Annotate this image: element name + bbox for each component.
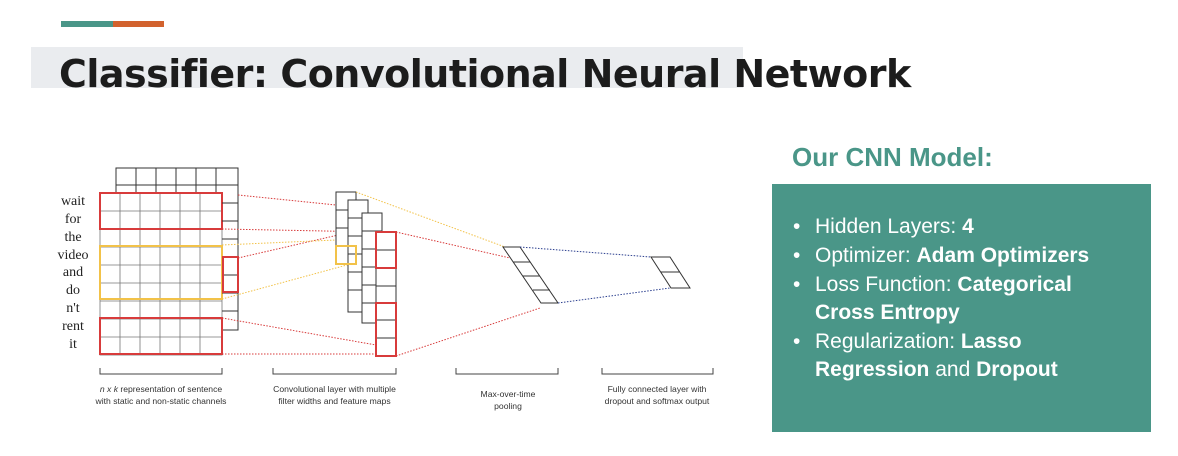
list-item-optimizer: Optimizer: Adam Optimizers bbox=[793, 242, 1133, 270]
model-heading: Our CNN Model: bbox=[792, 142, 993, 172]
word-label: and bbox=[62, 265, 84, 280]
accent-bar-teal bbox=[61, 21, 113, 27]
max-pool-layer bbox=[502, 246, 559, 304]
word-label: rent bbox=[62, 319, 84, 334]
list-item-hidden-layers: Hidden Layers: 4 bbox=[793, 213, 1133, 241]
caption-fully-connected: Fully connected layer with dropout and s… bbox=[604, 384, 710, 406]
list-item-regularization: Regularization: Lasso Regression and Dro… bbox=[793, 328, 1133, 384]
caption-input-representation: n x k representation of sentence with st… bbox=[95, 384, 227, 406]
slide-title: Classifier: Convolutional Neural Network bbox=[59, 52, 911, 96]
cnn-architecture-diagram bbox=[99, 167, 714, 375]
word-label: it bbox=[69, 337, 77, 352]
conv-feature-maps bbox=[335, 191, 397, 357]
connections-input-to-conv bbox=[221, 194, 381, 355]
word-label: n't bbox=[66, 301, 80, 316]
input-matrix-front-channel bbox=[99, 192, 223, 356]
feature-red-top bbox=[375, 231, 397, 269]
feature-yellow-cell bbox=[335, 245, 357, 265]
word-label: do bbox=[66, 283, 80, 298]
filter-window-red-bottom bbox=[99, 317, 223, 355]
fully-connected-output bbox=[650, 256, 691, 289]
filter-window-red-top bbox=[99, 192, 223, 230]
model-details-box: Hidden Layers: 4 Optimizer: Adam Optimiz… bbox=[772, 184, 1151, 432]
side-highlight-red bbox=[222, 256, 239, 293]
caption-max-pooling: Max-over-time pooling bbox=[480, 389, 536, 411]
model-details-list: Hidden Layers: 4 Optimizer: Adam Optimiz… bbox=[793, 213, 1133, 384]
caption-brackets bbox=[99, 368, 714, 375]
caption-conv-layer: Convolutional layer with multiple filter… bbox=[273, 384, 396, 406]
feature-red-bottom bbox=[375, 302, 397, 357]
word-label: the bbox=[64, 230, 82, 245]
title-band bbox=[31, 47, 743, 88]
word-label: video bbox=[57, 248, 89, 263]
list-item-loss-function: Loss Function: Categorical Cross Entropy bbox=[793, 271, 1133, 327]
connections-conv-to-pool bbox=[355, 191, 541, 357]
connections-pool-to-fc bbox=[519, 246, 671, 304]
word-label: for bbox=[64, 212, 82, 227]
word-label: wait bbox=[60, 194, 86, 209]
accent-bar-orange bbox=[113, 21, 164, 27]
